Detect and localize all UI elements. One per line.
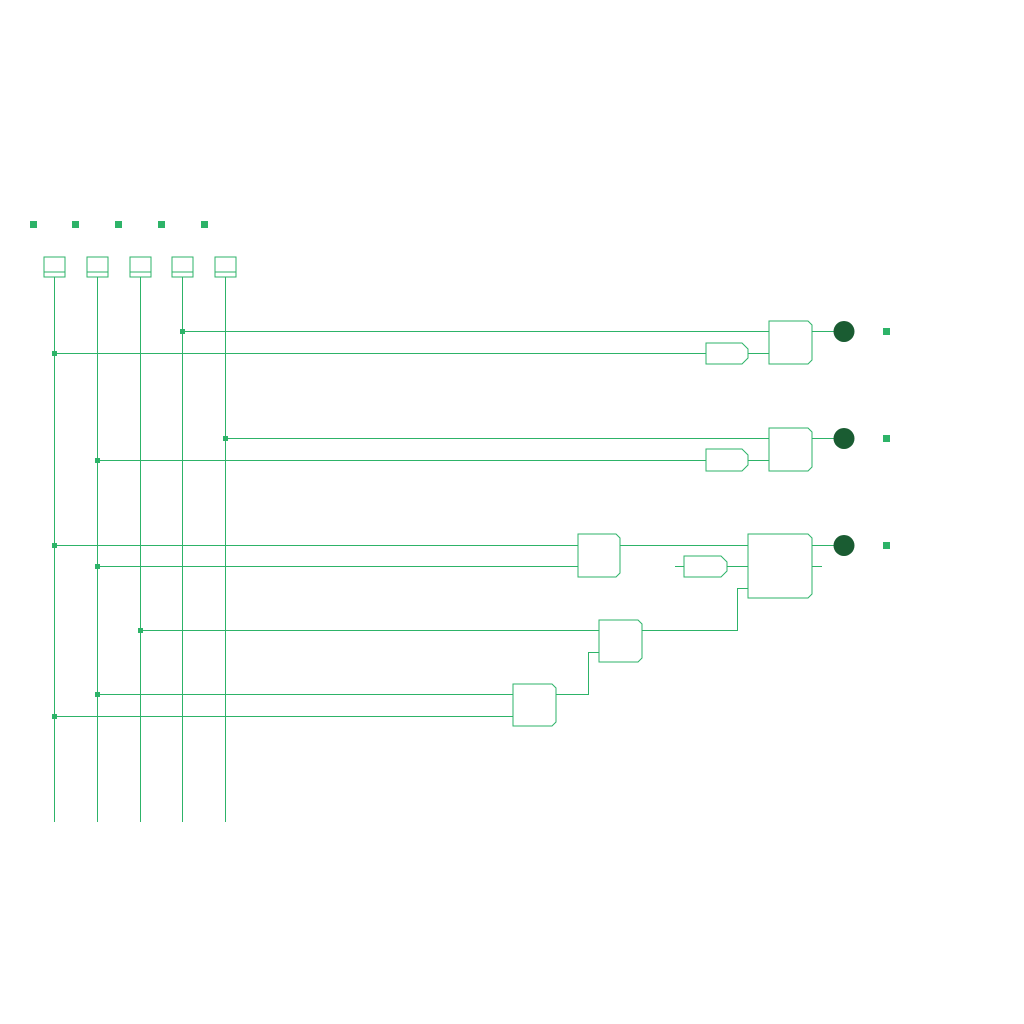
input-buffer-0: [43, 256, 66, 278]
output-led-0: [833, 321, 855, 342]
and-gate-lower-1[interactable]: [598, 619, 643, 663]
output-pin-2[interactable]: [883, 542, 890, 549]
input-pin-2[interactable]: [115, 221, 122, 228]
output-pins: [883, 328, 890, 549]
output-led-2: [833, 535, 855, 556]
input-pin-3[interactable]: [158, 221, 165, 228]
input-buffer-3: [171, 256, 194, 278]
input-buffers: [43, 256, 237, 278]
output-pin-0[interactable]: [883, 328, 890, 335]
horizontal-wires: [54, 331, 834, 717]
and-gate-out-2[interactable]: [747, 533, 813, 599]
and-gate-small-0[interactable]: [705, 342, 749, 365]
junction-dots: [52, 329, 228, 719]
input-pin-1[interactable]: [72, 221, 79, 228]
output-pin-1[interactable]: [883, 435, 890, 442]
output-leds: [833, 321, 855, 556]
and-gate-small-1[interactable]: [705, 448, 749, 472]
and-gate-small-2[interactable]: [683, 555, 728, 578]
and-gate-out-0[interactable]: [768, 320, 813, 365]
input-buffer-1: [86, 256, 109, 278]
and-gate-mid-2[interactable]: [577, 533, 621, 578]
vertical-bus-lines: [54, 277, 226, 822]
input-buffer-4: [214, 256, 237, 278]
input-pin-0[interactable]: [30, 221, 37, 228]
and-gate-out-1[interactable]: [768, 427, 813, 472]
gates: [512, 320, 813, 727]
input-buffer-2: [129, 256, 152, 278]
output-led-1: [833, 428, 855, 449]
input-pins: [30, 221, 208, 228]
input-pin-4[interactable]: [201, 221, 208, 228]
and-gate-lower-2[interactable]: [512, 683, 557, 727]
